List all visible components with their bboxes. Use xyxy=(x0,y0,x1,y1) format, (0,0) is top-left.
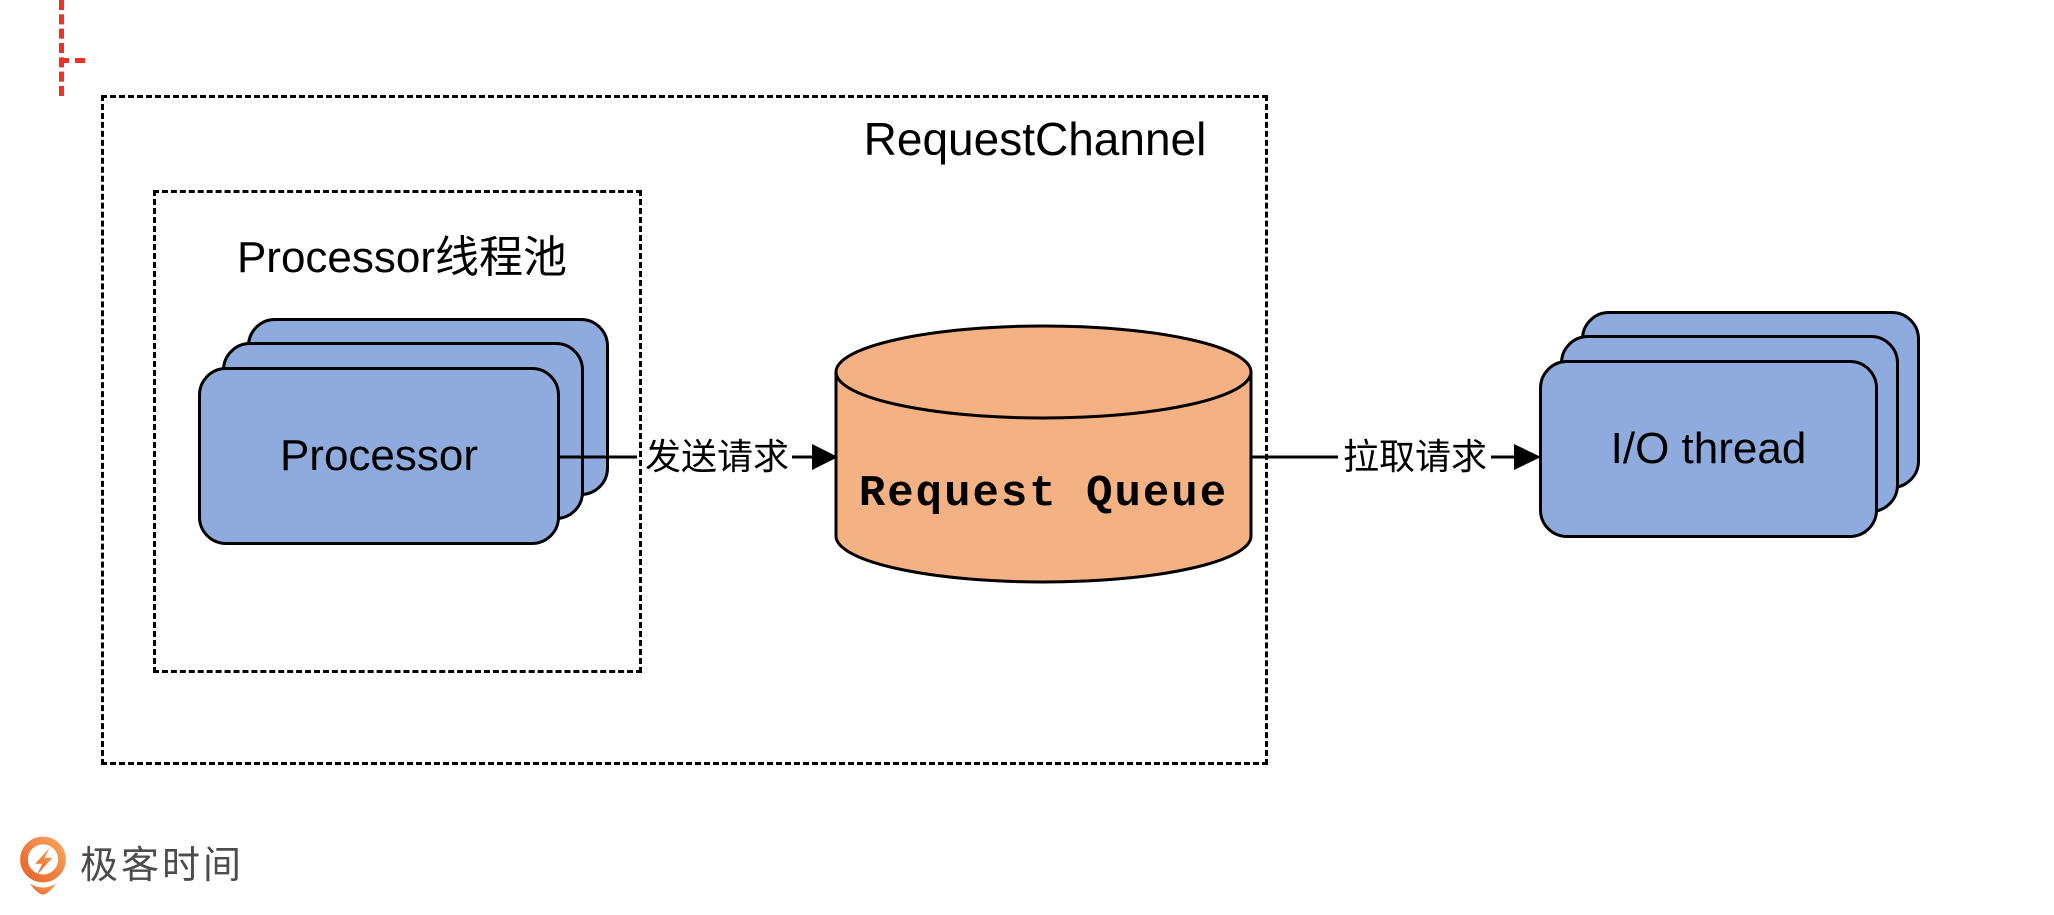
request-channel-label: RequestChannel xyxy=(863,113,1207,165)
processor-pool-box xyxy=(153,190,642,673)
red-crop-mark-vertical xyxy=(59,0,64,96)
geektime-logo-text: 极客时间 xyxy=(80,845,245,887)
geektime-pin-icon xyxy=(20,836,66,895)
io-thread-card-front: I/O thread xyxy=(1539,360,1878,538)
processor-label: Processor xyxy=(279,431,479,480)
pull-arrowhead-icon xyxy=(1514,444,1541,470)
red-crop-mark-horizontal xyxy=(59,58,85,63)
geektime-logo: 极客时间 xyxy=(18,836,244,895)
processor-card-front: Processor xyxy=(198,367,560,545)
send-arrow-label: 发送请求 xyxy=(644,436,789,477)
io-thread-label: I/O thread xyxy=(1610,424,1807,473)
processor-pool-label: Processor线程池 xyxy=(236,233,568,282)
pull-arrow-label: 拉取请求 xyxy=(1342,436,1487,477)
request-channel-box xyxy=(101,95,1268,765)
